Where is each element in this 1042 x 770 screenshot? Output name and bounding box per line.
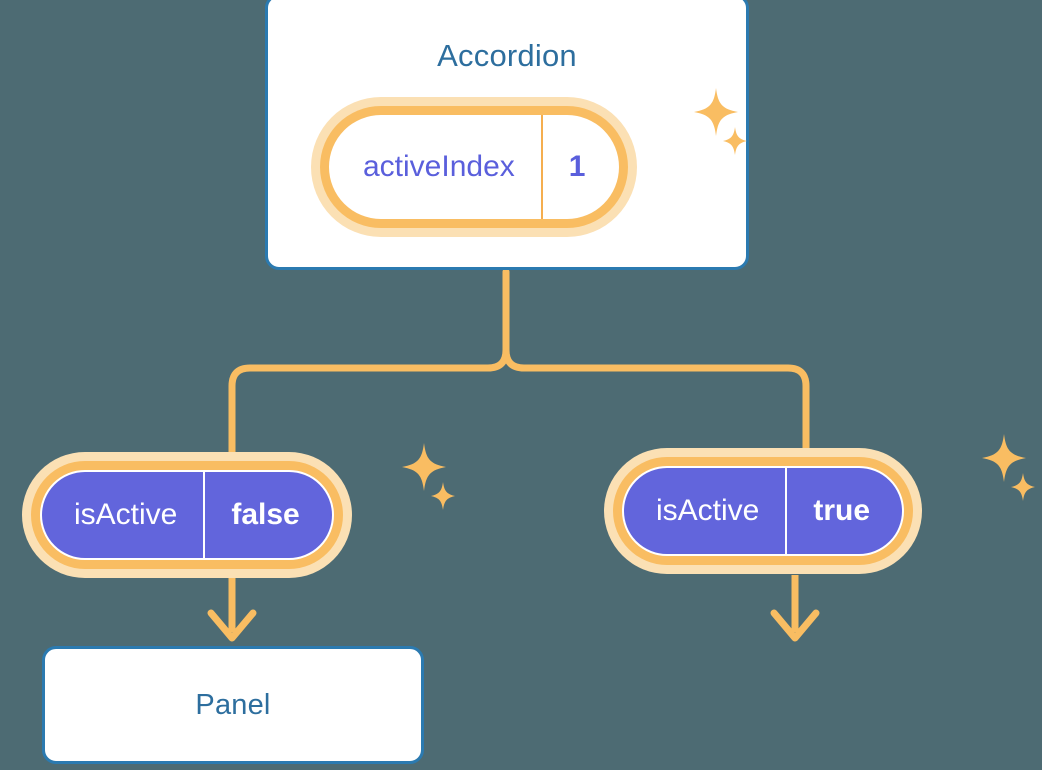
pill-glow-ring: isActive true — [604, 448, 923, 574]
state-key-activeindex: activeIndex — [363, 150, 515, 183]
accordion-title: Accordion — [437, 38, 577, 73]
pill-glow-ring: isActive false — [22, 452, 352, 578]
state-key-isactive-right: isActive — [656, 494, 760, 527]
sparkle-icon-right — [980, 432, 1042, 502]
connector-right-branch — [502, 268, 810, 456]
pill-body: activeIndex 1 — [329, 115, 620, 219]
state-key-isactive-left: isActive — [74, 498, 178, 531]
pill-accent-ring: activeIndex 1 — [320, 106, 629, 228]
pill-body: isActive true — [622, 466, 905, 556]
panel-title-left: Panel — [195, 688, 271, 721]
arrow-down-icon-right — [770, 609, 820, 642]
state-value-isactive-right: true — [785, 468, 902, 554]
pill-accent-ring: isActive true — [613, 457, 914, 565]
state-pill-isactive-false[interactable]: isActive false — [22, 452, 352, 578]
state-pill-activeindex[interactable]: activeIndex 1 — [311, 97, 638, 237]
pill-accent-ring: isActive false — [31, 461, 343, 569]
state-pill-isactive-true[interactable]: isActive true — [604, 448, 923, 574]
panel-card-left[interactable]: Panel — [42, 646, 424, 764]
sparkle-icon-left — [398, 441, 460, 511]
arrow-down-icon-left — [207, 609, 257, 642]
pill-glow-ring: activeIndex 1 — [311, 97, 638, 237]
state-value-isactive-left: false — [203, 472, 331, 558]
pill-body: isActive false — [40, 470, 334, 560]
connector-left-branch — [228, 268, 510, 459]
state-value-activeindex: 1 — [540, 115, 620, 219]
